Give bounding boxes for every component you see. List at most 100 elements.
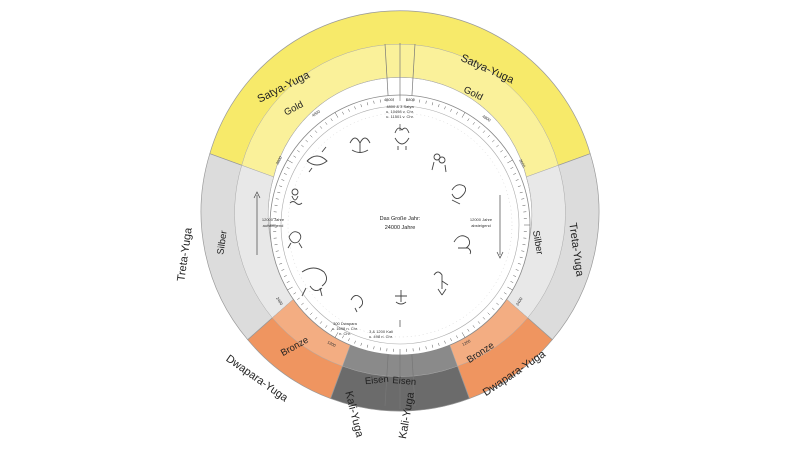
direction-arrows [253,124,504,327]
bottom-right-note-line2: u. 498 n. Chr. [369,334,393,339]
scale-tick [330,118,333,122]
scale-tick [277,256,281,259]
scale-tick [348,338,350,342]
gemini-icon [431,153,447,173]
scale-tick [297,150,300,153]
scale-tick [519,256,523,259]
scale-tick [301,302,304,306]
aries-icon [349,137,371,153]
scale-tick [275,250,279,252]
scale-tick [438,104,440,108]
center-title: Das Große Jahr: [380,216,421,222]
ring-satya-outer [209,10,591,178]
label-silber-right: Silber [530,230,545,256]
scale-tick [425,100,427,104]
scale-tick [467,118,470,122]
virgo-icon [433,271,449,296]
pisces-icon [306,146,328,173]
taurus-icon [394,127,410,150]
scale-tick [521,198,525,200]
scale-tick [507,159,513,164]
scale-tick [515,269,519,271]
scale-tick [431,344,434,348]
bottom-left-note-line1: 300 Dwapara [333,321,358,326]
scale-tick [283,173,287,175]
scale-tick [456,335,458,339]
scorpio-icon [350,295,364,313]
scale-tick [510,167,514,169]
scale-labels: 4800 4800 4800 4800 3600 3600 2400 2400 … [274,97,527,348]
scale-tick [496,302,499,306]
scale-tick [305,139,309,143]
scale-tick [310,312,313,315]
scale-tick [301,144,304,148]
scale-label: 4800 [384,97,394,102]
scale-tick [334,112,339,118]
scale-tick [450,108,452,112]
scale-tick [450,338,452,342]
scale-tick [325,325,328,328]
label-eisen-right: Eisen [392,375,417,388]
right-note-line2: absteigend [471,223,491,228]
top-note-line2: u. 10498 v. Chr. [386,109,414,114]
scale-tick [503,155,507,158]
scale-tick [314,130,318,134]
scale-tick [366,344,369,348]
leo-icon [453,235,472,255]
scale-tick [373,346,375,350]
scale-tick [491,139,495,143]
scale-tick [517,185,521,187]
scale-tick [521,250,525,252]
scale-tick [319,321,323,324]
scale-tick [319,126,323,129]
scale-tick [373,100,375,104]
left-note-line2: aufsteigend [263,223,284,228]
scale-tick [354,340,356,344]
top-note-line3: u. 11501 v. Chr. [386,114,414,119]
scale-tick [293,155,297,158]
scale-tick [503,292,507,295]
scale-tick [281,269,285,271]
top-note-line1: 4800 & 3 Satya [386,104,414,109]
scale-tick [510,281,514,283]
scale-label: 3600 [518,158,527,169]
scale-tick [348,108,350,112]
scale-tick [519,191,523,194]
scale-tick [487,312,490,315]
scale-tick [366,102,369,106]
label-treta-left: Treta-Yuga [175,226,195,282]
bottom-left-note-line2: u. 1698 n. Chr. [332,326,358,331]
scale-tick [477,126,481,129]
libra-icon [395,290,407,305]
scale-tick [461,332,466,338]
scale-tick [279,185,283,187]
scale-tick [354,106,356,110]
scale-tick [496,144,499,148]
capricorn-icon [287,231,303,249]
scale-tick [444,106,446,110]
scale-tick [500,150,503,153]
scale-tick [467,328,470,332]
scale-tick [325,122,328,125]
scale-tick [472,122,475,125]
scale-tick [477,321,481,324]
scale-tick [305,307,309,311]
label-eisen-left: Eisen [364,374,389,387]
scale-tick [287,286,293,291]
scale-label: 1200 [327,339,338,348]
right-note-line1: 12000 Jahre [470,217,493,222]
scale-tick [283,275,287,277]
cancer-icon [451,184,467,205]
center-years: 24000 Jahre [385,225,416,231]
scale-tick [342,111,344,115]
scale-tick [444,340,446,344]
left-note-line1: 12000 Jahre [262,217,285,222]
scale-tick [287,159,293,164]
scale-tick [277,191,281,194]
inner-ring [280,105,520,345]
center-text: Das Große Jahr: 24000 Jahre [380,216,421,231]
scale-tick [286,281,290,283]
scale-label: 1200 [461,338,472,347]
scale-tick [297,297,300,300]
